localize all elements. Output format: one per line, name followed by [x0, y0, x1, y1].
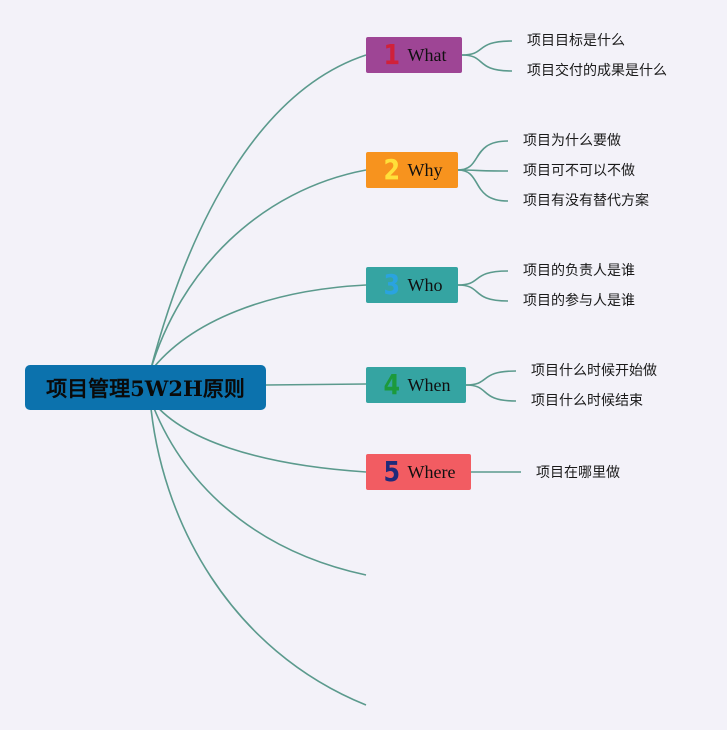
branch-where[interactable]: 5 Where	[366, 454, 471, 490]
connector-root-empty-1	[149, 397, 367, 576]
leaf-when-2[interactable]: 项目什么时候结束	[531, 393, 643, 409]
leaf-why-2[interactable]: 项目可不可以不做	[523, 163, 635, 179]
branch-number-3: 3	[383, 268, 401, 301]
connector-root-when	[265, 383, 367, 386]
branch-who[interactable]: 3 Who	[366, 267, 458, 303]
connector-root-empty-2	[149, 397, 367, 706]
connector-why-leaf-1	[457, 140, 509, 171]
leaf-when-1[interactable]: 项目什么时候开始做	[531, 363, 657, 379]
branch-number-5: 5	[383, 455, 401, 488]
leaf-why-1[interactable]: 项目为什么要做	[523, 133, 621, 149]
leaf-where-1[interactable]: 项目在哪里做	[536, 465, 620, 481]
branch-label-where: Where	[407, 461, 456, 482]
connector-root-who	[149, 284, 367, 373]
leaf-who-2[interactable]: 项目的参与人是谁	[523, 293, 635, 309]
branch-why[interactable]: 2 Why	[366, 152, 458, 188]
connector-why-leaf-3	[457, 169, 509, 202]
connector-when-leaf-1	[465, 370, 517, 386]
branch-label-who: Who	[407, 274, 443, 295]
branch-number-4: 4	[383, 368, 401, 401]
connector-root-what	[149, 54, 367, 373]
leaf-who-1[interactable]: 项目的负责人是谁	[523, 263, 635, 279]
leaf-what-2[interactable]: 项目交付的成果是什么	[527, 63, 667, 79]
branch-label-when: When	[407, 374, 451, 395]
branch-label-what: What	[407, 44, 447, 65]
connector-who-leaf-2	[457, 284, 509, 302]
connector-who-leaf-1	[457, 270, 509, 286]
connector-what-leaf-2	[461, 54, 513, 72]
branch-when[interactable]: 4 When	[366, 367, 466, 403]
root-topic[interactable]: 项目管理5W2H原则	[25, 365, 266, 410]
branch-what[interactable]: 1 What	[366, 37, 462, 73]
connector-what-leaf-1	[461, 40, 513, 56]
branch-label-why: Why	[407, 159, 443, 180]
root-topic-title: 项目管理5W2H原则	[46, 375, 245, 401]
connector-root-where	[149, 397, 367, 473]
leaf-what-1[interactable]: 项目目标是什么	[527, 33, 625, 49]
branch-number-2: 2	[383, 153, 401, 186]
connector-when-leaf-2	[465, 384, 517, 402]
leaf-why-3[interactable]: 项目有没有替代方案	[523, 193, 649, 209]
branch-number-1: 1	[383, 38, 401, 71]
connector-root-why	[149, 169, 367, 373]
